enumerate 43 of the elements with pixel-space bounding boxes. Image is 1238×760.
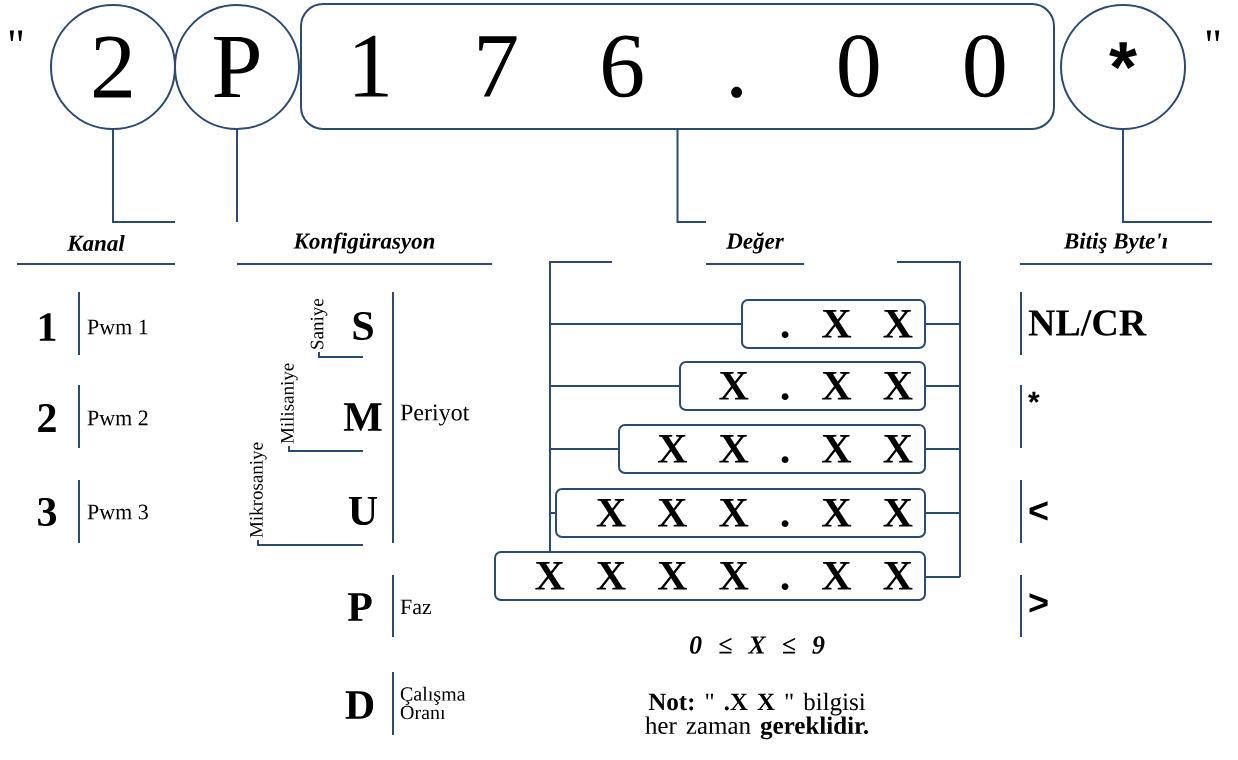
- value-box: 1 7 6 . 0 0: [300, 3, 1055, 130]
- option-code: >: [1029, 593, 1048, 613]
- circle-node: *: [1060, 4, 1186, 130]
- option-code: U: [348, 497, 378, 525]
- option-code: *: [1028, 391, 1040, 403]
- option-description: Çalışma Oranı: [400, 686, 466, 720]
- format-box: X X X . X X: [555, 488, 926, 538]
- field-heading: Kanal: [16, 234, 176, 265]
- unit-label: Mikrosaniye: [249, 442, 267, 538]
- leader-line: [318, 351, 364, 358]
- format-box: X X X X . X X: [494, 551, 926, 601]
- option-code: D: [345, 691, 374, 719]
- leader-line: [112, 129, 176, 223]
- option-description: Faz: [400, 599, 432, 615]
- option-code: M: [343, 403, 382, 431]
- leader-line: [676, 129, 707, 223]
- option-code: 1: [39, 313, 56, 341]
- format-box: X X . X X: [618, 424, 926, 474]
- option-description: Pwm 3: [87, 504, 148, 520]
- option-description: Periyot: [400, 404, 470, 426]
- option-code: 3: [38, 497, 57, 527]
- option-description: Pwm 1: [87, 319, 148, 335]
- field-heading: Konfigürasyon: [236, 232, 493, 265]
- leader-line: [1122, 129, 1213, 223]
- unit-label: Milisaniye: [280, 363, 298, 444]
- format-box: . X X: [741, 299, 926, 349]
- field-heading: Değer: [705, 232, 805, 265]
- circle-node: 2: [50, 4, 176, 130]
- format-box: X . X X: [679, 361, 926, 411]
- option-code: NL/CR: [1028, 310, 1147, 336]
- note-text: Not: " .X X " bilgisi her zaman gereklidir.: [645, 692, 869, 740]
- option-code: S: [353, 311, 373, 341]
- option-code: 2: [38, 404, 56, 432]
- unit-label: Saniye: [310, 298, 328, 349]
- option-description: Pwm 2: [87, 410, 148, 426]
- leader-line: [236, 129, 238, 223]
- circle-node: P: [174, 4, 300, 130]
- leader-line: [257, 539, 364, 546]
- option-code: <: [1029, 501, 1048, 521]
- field-heading: Bitiş Byte'ı: [1019, 232, 1213, 265]
- digit-range: 0 ≤ X ≤ 9: [689, 636, 825, 654]
- leader-line: [288, 445, 364, 452]
- option-code: P: [347, 593, 372, 621]
